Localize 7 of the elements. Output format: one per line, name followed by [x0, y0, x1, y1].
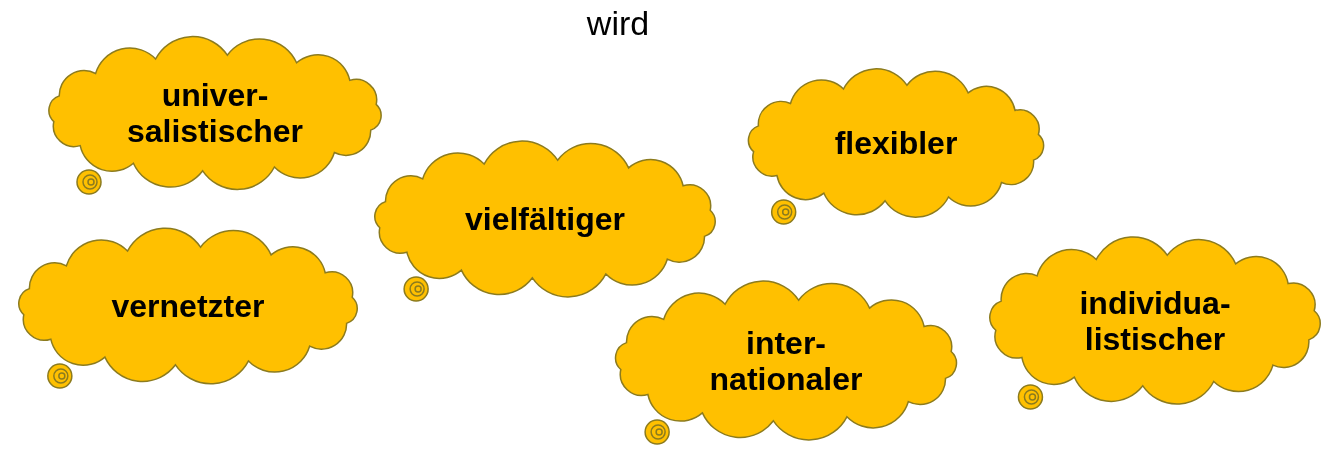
cloud-label: vielfältiger	[463, 201, 627, 237]
cloud-label: vernetzter	[110, 288, 266, 324]
cloud-label: inter- nationaler	[708, 324, 864, 397]
title: wird	[585, 4, 651, 43]
cloud-label: individua- listischer	[1078, 284, 1232, 357]
cloud-label: flexibler	[833, 125, 959, 161]
cloud-label: univer- salistischer	[125, 77, 305, 149]
